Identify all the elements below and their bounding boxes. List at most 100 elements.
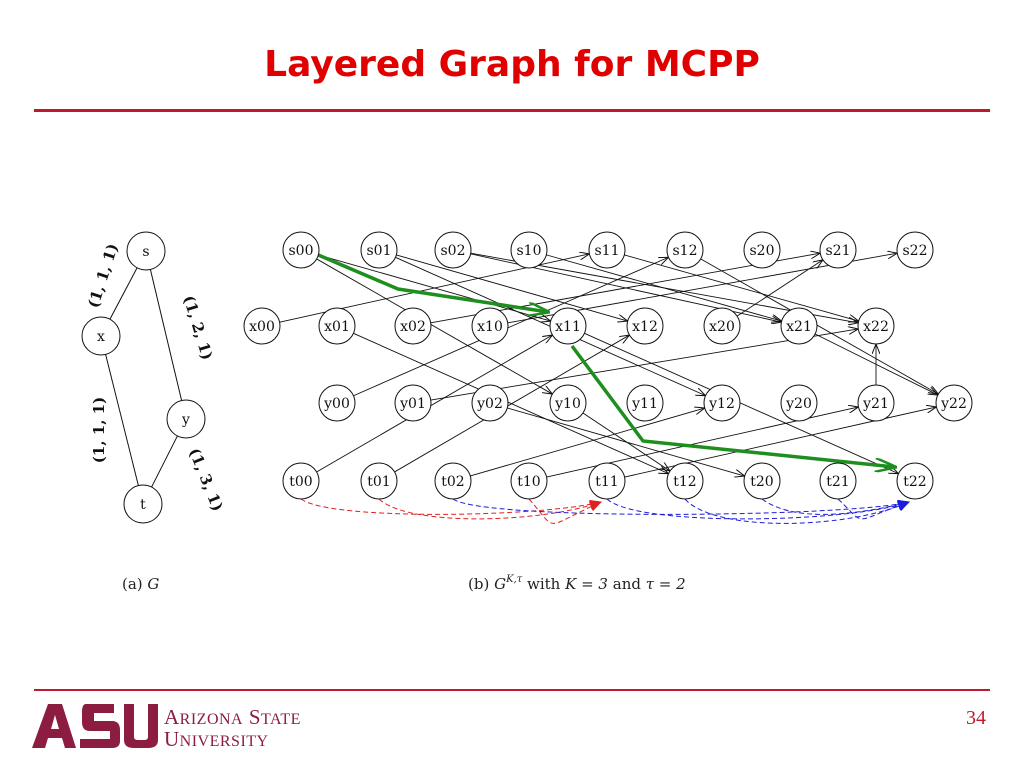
graph-b-edge-s10-x21 [546,254,780,321]
graph-b-node-label: y12 [708,396,735,412]
graph-b-node-label: t12 [673,474,696,490]
graph-b-blue-dashed-t20-t22 [761,498,910,515]
graph-b-node-x21 [780,307,818,345]
graph-a-caption: (a) G [122,575,159,593]
title-divider [34,109,990,112]
graph-a-edge-s-y [149,269,183,401]
graph-b-node-label: y20 [785,396,812,412]
page-number: 34 [966,707,986,729]
graph-b-red-dashed-t00-t11 [300,498,602,515]
graph-b-edge-t10-y21 [546,407,858,478]
graph-b-edge-x01-t12 [353,332,667,473]
graph-a-node-s [126,231,166,271]
graph-b-node-label: t22 [903,474,926,490]
graph-b-blue-dashed-t12-t22 [684,498,910,524]
graph-b-node-y22 [935,384,973,422]
graph-b-node-x01 [318,307,356,345]
graph-b-node-x12 [626,307,664,345]
graph-b-green-path-segment-2 [570,344,895,467]
graph-b-node-x11 [549,307,587,345]
graph-b-node-label: x00 [249,319,275,335]
graph-b-edge-t02-y12 [470,408,703,477]
graph-b-edge-t00-x11 [316,336,552,473]
graph-b-node-label: y22 [940,396,967,412]
graph-b-node-t02 [434,462,472,500]
graph-b-node-label: x01 [324,319,350,335]
graph-b-node-y00 [318,384,356,422]
graph-b-node-label: s10 [517,243,542,259]
graph-b-node-label: y00 [323,396,350,412]
graph-b-edge-t01-x12 [394,336,629,473]
graph-b-node-label: t10 [517,474,540,490]
graph-b-node-label: s00 [289,243,314,259]
graph-b-caption: (b) GK,τ with K = 3 and τ = 2 [468,574,686,593]
graph-b-node-label: y01 [399,396,426,412]
graph-b-node-y11 [626,384,664,422]
graph-b-node-x20 [703,307,741,345]
graph-b-node-label: s02 [441,243,466,259]
asu-logo: ARIZONA STATE UNIVERSITY [32,704,301,750]
graph-a-edge-label: (1, 3, 1) [185,445,227,513]
graph-b-node-label: x21 [786,319,812,335]
graph-b-red-dashed-t01-t11 [378,498,602,520]
graph-b-node-t00 [282,462,320,500]
graph-b-node-t21 [819,462,857,500]
graph-b-node-y12 [703,384,741,422]
asu-wordmark-line1: ARIZONA STATE [164,705,301,729]
graph-b-node-y20 [780,384,818,422]
graph-b-node-label: s11 [595,243,620,259]
graph-b-blue-dashed-t02-t22 [452,498,910,515]
graph-b-node-x02 [394,307,432,345]
graph-a-node-t [123,484,163,524]
graph-b-node-s20 [743,231,781,269]
graph-b-edge-x11-t22 [584,332,897,473]
graph-a-edge-y-t [151,435,178,488]
graph-b-node-x00 [243,307,281,345]
graph-b-edge-s11-x22 [624,254,857,321]
graph-b-node-label: s01 [367,243,392,259]
asu-wordmark-line2: UNIVERSITY [164,727,269,750]
graph-b-node-label: t11 [595,474,618,490]
graph-a-node-label: s [142,244,149,260]
graph-b-node-t12 [666,462,704,500]
graph-b-node-label: y11 [631,396,658,412]
graph-b-edge-s00-y10 [316,258,552,394]
graph-b-node-label: y02 [476,396,503,412]
graph-a-edge-x-t [105,354,139,486]
graph-a-edge-label: (1, 1, 1) [90,397,108,463]
footer-divider [34,689,990,691]
graph-b-node-label: x02 [400,319,426,335]
graph-b-edge-y10-t12 [582,412,669,470]
graph-b-node-label: t01 [367,474,390,490]
graph-a-edge-label: (1, 2, 1) [180,293,217,362]
graph-b-node-s22 [896,231,934,269]
graph-b-node-label: s21 [826,243,851,259]
graph-b-node-label: y21 [862,396,889,412]
graph-b-node-t20 [743,462,781,500]
asu-mark-icon [32,704,158,748]
graph-a-edge-s-x [109,267,138,320]
graph-b-node-s21 [819,231,857,269]
graph-b-node-label: t21 [826,474,849,490]
graph-b-edge-y01-x22 [430,329,858,401]
graph-b-node-label: t02 [441,474,464,490]
graph-a-node-label: y [181,412,190,428]
graph-b-red-dashed-t10-t11 [528,498,602,524]
graph-b-node-t01 [360,462,398,500]
graph-a-node-label: x [97,329,105,345]
graph-b-blue-dashed-t11-t22 [606,498,910,520]
graph-b-node-y21 [857,384,895,422]
graph-b-edge-x20-s21 [736,260,822,317]
graph-b-node-label: y10 [554,396,581,412]
graph-b-node-s10 [510,231,548,269]
graph-b-node-label: x20 [709,319,735,335]
graph-b-blue-dashed-t21-t22 [837,498,910,520]
graph-b-node-s00 [282,231,320,269]
graph-b-node-label: s22 [903,243,928,259]
graph-a-edge-label: (1, 1, 1) [84,241,122,310]
graph-b-node-label: t00 [289,474,312,490]
graph-b-node-t11 [588,462,626,500]
graph-b-edge-y00-s12 [353,258,667,397]
